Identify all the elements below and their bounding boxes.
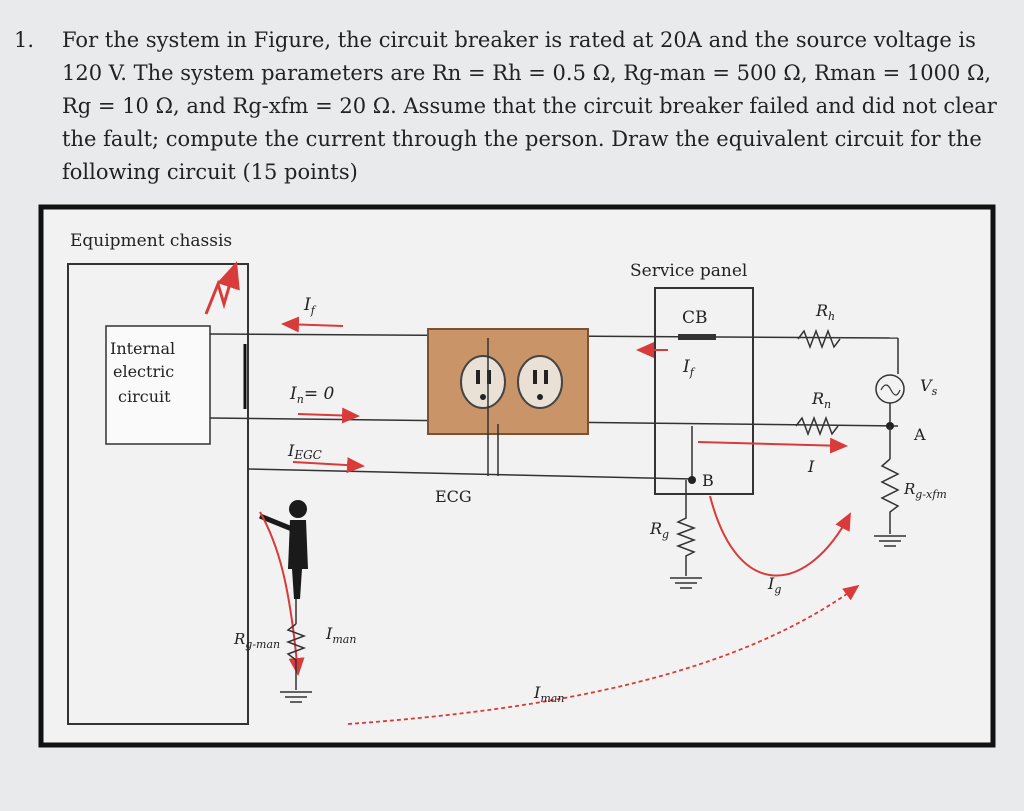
- ig-label: Ig: [767, 574, 781, 596]
- ground-symbol-rg: [670, 577, 702, 589]
- rn-resistor: [795, 415, 839, 437]
- in-arrow: [297, 407, 360, 424]
- if-panel-label: If: [682, 357, 696, 379]
- rgxfm-resistor: [880, 458, 900, 534]
- node-b: [688, 476, 696, 484]
- ecg-label: ECG: [435, 487, 472, 506]
- rh-resistor: [797, 328, 841, 350]
- service-panel-label: Service panel: [630, 261, 747, 281]
- equipment-chassis-label: Equipment chassis: [70, 231, 232, 251]
- internal-label-3: circuit: [118, 387, 171, 406]
- outlet-socket-right: [517, 355, 563, 409]
- if-arrow: [281, 316, 344, 333]
- rg-label: Rg: [649, 519, 669, 541]
- ground-symbol-man: [280, 691, 312, 703]
- internal-label-1: Internal: [110, 339, 175, 358]
- a-label: A: [913, 425, 926, 444]
- egc-wire: [247, 468, 694, 480]
- rgxfm-label: Rg-xfm: [903, 480, 947, 501]
- ig-arrow: [709, 495, 851, 577]
- rg-resistor: [675, 504, 697, 576]
- rh-label: Rh: [815, 301, 835, 323]
- ground-symbol-xfm: [874, 535, 906, 547]
- b-label: B: [702, 471, 714, 490]
- outlet-plate: [427, 328, 589, 435]
- in-label: In= 0: [289, 384, 334, 406]
- if-label: If: [303, 295, 317, 317]
- outlet-socket-left: [460, 355, 506, 409]
- internal-label-2: electric: [113, 362, 174, 381]
- question-text: For the system in Figure, the circuit br…: [62, 28, 997, 184]
- rn-label: Rn: [811, 389, 831, 411]
- figure-border: [38, 204, 996, 748]
- rgman-label: Rg-man: [233, 630, 280, 651]
- internal-circuit-box: [105, 325, 211, 445]
- person-figure: [259, 500, 308, 599]
- rn-arrow: [697, 437, 848, 454]
- iman-bottom-label: Iman: [533, 683, 564, 705]
- iman-label: Iman: [325, 624, 356, 646]
- circuit-breaker: [678, 334, 716, 340]
- i-short-label: I: [807, 457, 815, 476]
- iegc-label: IEGC: [287, 441, 322, 462]
- iman-return-arrow: [347, 584, 860, 725]
- question: 1. For the system in Figure, the circuit…: [14, 24, 1004, 189]
- iegc-arrow: [292, 457, 365, 474]
- vs-label: Vs: [920, 376, 938, 398]
- rgman-resistor: [285, 623, 307, 690]
- circuit-figure: Equipment chassis Internal electric circ…: [38, 204, 996, 748]
- service-panel-box: [654, 287, 754, 495]
- equipment-chassis-box: [67, 263, 249, 725]
- question-number: 1.: [14, 28, 35, 52]
- cb-label: CB: [682, 308, 708, 328]
